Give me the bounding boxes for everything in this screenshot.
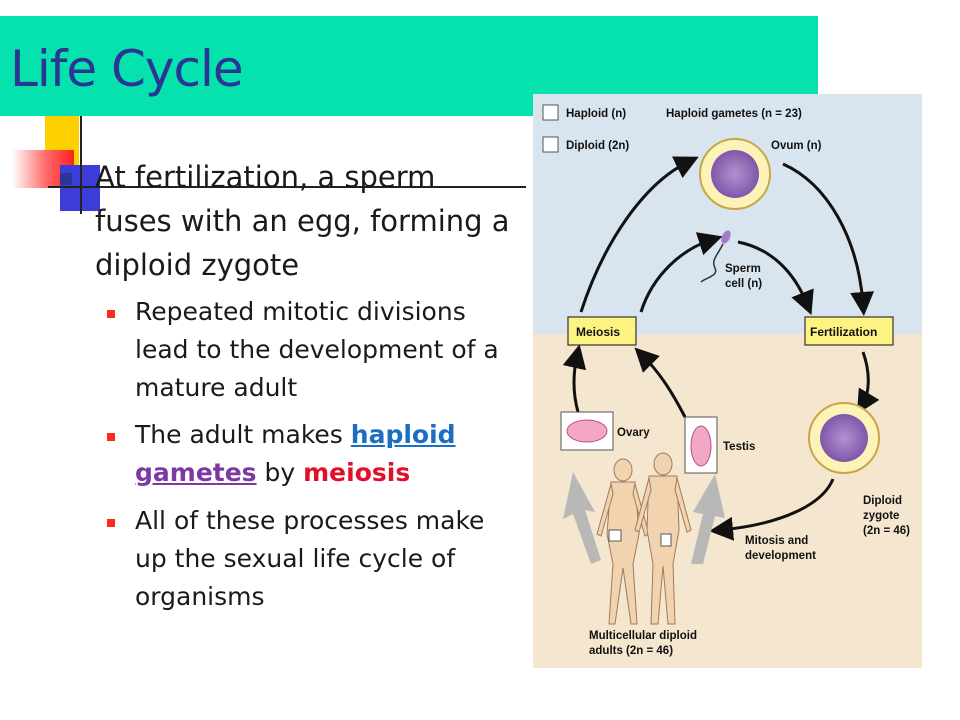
zygote-label-line1: Diploid: [863, 495, 902, 507]
sperm-head: [721, 230, 731, 244]
female-gray-arrow: [563, 472, 601, 564]
haploid-gametes-label: Haploid gametes (n = 23): [666, 108, 802, 120]
arrow-ovum-to-fertilization: [782, 162, 875, 316]
ovum-label: Ovum (n): [771, 140, 822, 152]
sub-bullet-life-cycle: All of these processes make up the sexua…: [135, 506, 485, 611]
sperm-label-line1: Sperm: [725, 263, 761, 275]
haploid-link[interactable]: haploid: [350, 420, 456, 449]
ovum-nucleus: [711, 150, 759, 198]
male-organ-marker: [660, 533, 672, 547]
sub-bullet-mitosis: Repeated mitotic divisions lead to the d…: [135, 297, 499, 402]
meiosis-emphasis: meiosis: [303, 458, 411, 487]
adults-label-line1: Multicellular diploid: [589, 630, 697, 642]
female-organ-marker: [608, 529, 622, 542]
sub-bullet-text: The adult makes: [135, 420, 351, 449]
zygote-nucleus: [820, 414, 868, 462]
mitosis-label-line1: Mitosis and: [745, 535, 808, 547]
arrow-ovary-to-meiosis: [562, 344, 587, 413]
testis-organ: [690, 425, 712, 467]
life-cycle-diagram: Haploid (n) Diploid (2n) Haploid gametes…: [533, 94, 922, 668]
deco-horizontal-line: [48, 186, 526, 188]
adults-label-line2: adults (2n = 46): [589, 645, 673, 657]
ovary-organ: [566, 419, 608, 443]
legend-diploid-label: Diploid (2n): [566, 140, 629, 152]
sub-bullet-text: by: [256, 458, 304, 487]
testis-label: Testis: [723, 441, 755, 453]
legend-diploid-swatch: [542, 136, 559, 153]
meiosis-box: [567, 316, 637, 346]
arrow-testis-to-meiosis: [634, 347, 687, 418]
legend-haploid-label: Haploid (n): [566, 108, 626, 120]
ovary-label: Ovary: [617, 427, 650, 439]
sub-bullet-marker: [107, 519, 115, 527]
arrow-meiosis-to-sperm: [639, 232, 723, 313]
arrow-meiosis-to-ovum: [579, 156, 699, 313]
sperm-label-line2: cell (n): [725, 278, 762, 290]
fertilization-label: Fertilization: [810, 325, 877, 339]
zygote-label-line3: (2n = 46): [863, 525, 910, 537]
life-cycle-svg: Haploid (n) Diploid (2n) Haploid gametes…: [533, 94, 922, 668]
sub-bullet-marker: [107, 433, 115, 441]
arrow-sperm-to-fertilization: [737, 240, 814, 316]
male-gray-arrow: [691, 474, 725, 564]
female-adult-figure: [596, 458, 650, 625]
main-bullet-marker: [60, 173, 72, 185]
sub-bullet-gametes: The adult makes haploid gametes by meios…: [135, 416, 515, 492]
zygote-label-line2: zygote: [863, 510, 899, 522]
arrow-zygote-to-adults: [709, 478, 835, 541]
mitosis-label-line2: development: [745, 550, 816, 562]
sub-bullet-marker: [107, 310, 115, 318]
legend-haploid-swatch: [542, 104, 559, 121]
gametes-link[interactable]: gametes: [135, 458, 257, 487]
male-adult-figure: [634, 452, 692, 625]
fertilization-box: [804, 316, 894, 346]
arrow-fertilization-to-zygote: [856, 351, 880, 415]
meiosis-label: Meiosis: [576, 325, 620, 339]
deco-vertical-line: [80, 116, 82, 214]
main-bullet: At fertilization, a sperm fuses with an …: [95, 160, 510, 282]
slide-title: Life Cycle: [10, 40, 244, 98]
